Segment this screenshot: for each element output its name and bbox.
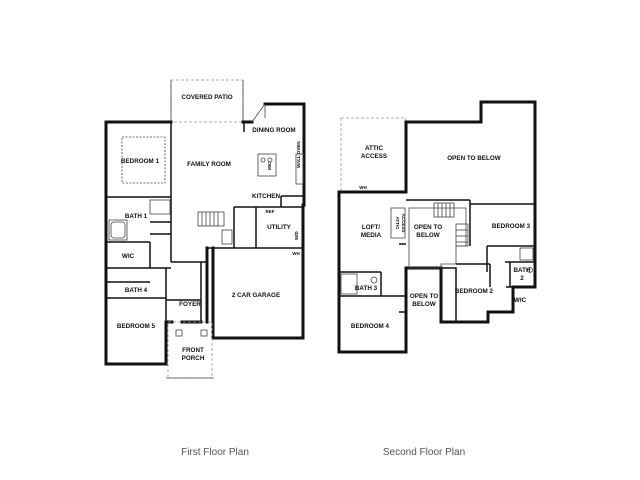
label-foyer: FOYER (179, 301, 201, 308)
label-open-to-below-mid-line2: BELOW (416, 232, 439, 239)
label-family-room: FAMILY ROOM (187, 161, 231, 168)
label-2-car-garage: 2 CAR GARAGE (232, 292, 280, 299)
covered-patio-outline (170, 79, 244, 123)
label-open-to-below-large: OPEN TO BELOW (447, 155, 500, 162)
label-wic: WIC (122, 253, 135, 260)
label-wic-2: WIC (514, 297, 527, 304)
label-bath-2-line1: BATH (513, 267, 530, 274)
label-bedroom-1: BEDROOM 1 (121, 158, 160, 165)
label-open-to-below-low-line2: BELOW (412, 301, 435, 308)
first-floor-caption: First Floor Plan (181, 447, 249, 458)
label-front-porch-line1: FRONT (182, 347, 204, 354)
label-dining-room: DINING ROOM (252, 127, 295, 134)
first-floor-interior-walls (106, 122, 303, 322)
label-bath-1: BATH 1 (125, 213, 148, 220)
label-front-porch-line2: PORCH (182, 355, 205, 362)
label-microwave: MIC (267, 161, 272, 170)
first-floor-stairs (197, 211, 233, 245)
label-open-to-below-mid-line1: OPEN TO (414, 224, 442, 231)
first-floor-exterior-wall (104, 102, 306, 366)
second-floor-interior-walls (339, 199, 535, 352)
label-attic-small-line1: ATTIC (395, 217, 400, 231)
label-loft-media-line1: LOFT/ (362, 224, 380, 231)
label-bedroom-4: BEDROOM 4 (351, 323, 390, 330)
label-loft-media-line2: MEDIA (361, 232, 382, 239)
label-bedroom-3: BEDROOM 3 (492, 223, 531, 230)
label-open-to-below-low-line1: OPEN TO (410, 293, 438, 300)
label-wall-oven: WALL OVEN (296, 141, 301, 168)
label-washer-dryer: W/D (294, 231, 299, 240)
label-kitchen: KITCHEN (252, 193, 280, 200)
first-floor-plan: COVERED PATIO DINING ROOM BEDROOM 1 FAMI… (104, 79, 306, 458)
label-ref: REF (266, 209, 275, 214)
label-attic-access-line1: ATTIC (365, 145, 384, 152)
label-bath-2-line2: 2 (520, 275, 524, 282)
label-covered-patio: COVERED PATIO (181, 94, 232, 101)
label-bedroom-5: BEDROOM 5 (117, 323, 156, 330)
second-floor-plan: ATTIC ACCESS OPEN TO BELOW WH LOFT/ MEDI… (337, 100, 537, 458)
label-bedroom-2: BEDROOM 2 (455, 288, 494, 295)
label-attic-access-line2: ACCESS (361, 153, 387, 160)
label-water-heater-2: WH (359, 185, 367, 190)
label-attic-small-line2: ACCESS (401, 214, 406, 233)
label-utility: UTILITY (267, 224, 292, 231)
label-water-heater: WH (292, 251, 300, 256)
second-floor-stairs (433, 202, 469, 247)
label-bath-4: BATH 4 (125, 287, 148, 294)
second-floor-caption: Second Floor Plan (383, 447, 465, 458)
label-bath-3: BATH 3 (355, 285, 378, 292)
